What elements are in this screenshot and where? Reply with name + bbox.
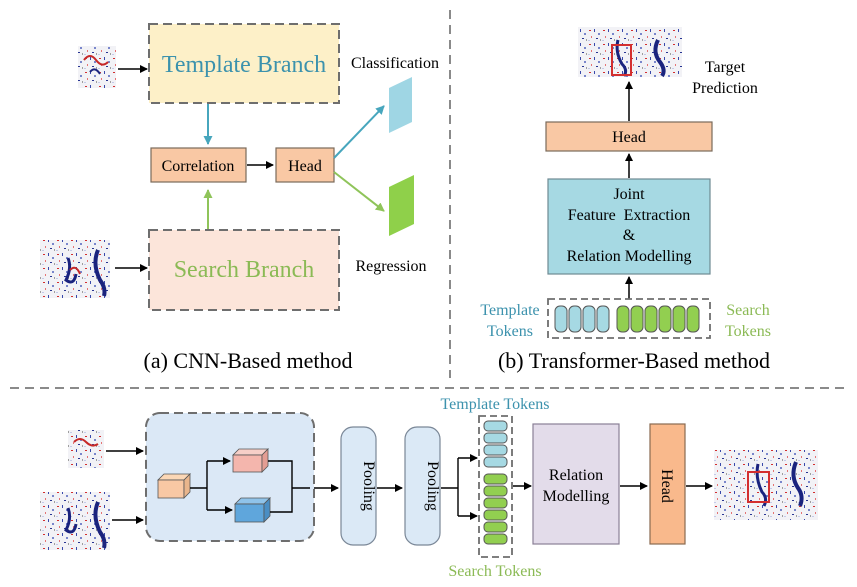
head-box-a <box>275 147 335 183</box>
target-prediction-line2: Prediction <box>692 80 758 97</box>
template-branch-box <box>148 23 340 104</box>
head-label-a: Head <box>288 158 322 175</box>
head-to-regression-arrow <box>333 171 385 212</box>
lower-feature-cube <box>234 497 271 523</box>
template-tokens-label-b2: Tokens <box>487 323 533 340</box>
correlation-label: Correlation <box>162 158 235 175</box>
search-tokens-c <box>483 473 508 545</box>
template-branch-label: Template Branch <box>162 52 326 78</box>
template-tokens-b <box>554 305 610 333</box>
pooling-label-1: Pooling <box>360 461 377 511</box>
cnn-branch-lines <box>190 461 208 510</box>
relation-label-1: Relation <box>549 467 603 484</box>
cnn-backbone-box <box>145 412 315 542</box>
relation-label-2: Modelling <box>543 488 610 505</box>
correlation-box <box>150 147 247 183</box>
input-feature-cube <box>157 473 191 499</box>
joint-line2: Feature Extraction <box>568 207 691 224</box>
cnn-merge-lines <box>268 460 310 513</box>
head-box-b <box>545 121 713 152</box>
panel-c: Pooling Pooling Template Tokens Search T… <box>40 396 818 580</box>
panel-b: Target Prediction Head Joint Feature Ext… <box>480 27 771 373</box>
joint-feature-box <box>547 178 711 275</box>
classification-label: Classification <box>351 55 439 72</box>
pooling-box-1 <box>340 426 377 546</box>
joint-line3: & <box>623 227 636 244</box>
relation-modelling-box <box>532 423 620 545</box>
search-tokens-b <box>616 305 700 333</box>
target-prediction-image <box>578 27 682 78</box>
search-branch-label: Search Branch <box>174 257 315 283</box>
caption-a: (a) CNN-Based method <box>144 348 353 373</box>
template-image-c <box>68 430 104 468</box>
template-tokens-label-c: Template Tokens <box>441 396 550 413</box>
head-to-classification-arrow <box>333 105 385 159</box>
joint-line1: Joint <box>613 186 645 203</box>
caption-b: (b) Transformer-Based method <box>498 348 770 373</box>
template-image <box>78 46 116 88</box>
search-tokens-label-c: Search Tokens <box>448 563 541 580</box>
pooling-label-2: Pooling <box>424 461 441 511</box>
search-branch-box <box>148 229 340 311</box>
output-prediction-image <box>714 450 818 520</box>
regression-label: Regression <box>355 258 426 275</box>
panel-a: Template Branch Correlation Head Classif… <box>40 23 439 373</box>
classification-output-shape <box>389 77 412 133</box>
head-box-c <box>649 423 686 545</box>
pooling-split-lines <box>441 458 459 516</box>
search-tokens-label-b1: Search <box>726 302 770 319</box>
regression-output-shape <box>389 175 414 236</box>
head-label-b: Head <box>612 129 646 146</box>
head-label-c: Head <box>658 469 675 503</box>
search-image <box>40 240 110 298</box>
pooling-box-2 <box>404 426 441 546</box>
search-tokens-label-b2: Tokens <box>725 323 771 340</box>
search-image-c <box>40 492 110 550</box>
target-prediction-line1: Target <box>705 59 746 76</box>
template-tokens-label-b1: Template <box>480 302 539 319</box>
upper-feature-cube <box>232 448 269 473</box>
template-tokens-c <box>483 420 508 468</box>
joint-line4: Relation Modelling <box>567 248 692 265</box>
